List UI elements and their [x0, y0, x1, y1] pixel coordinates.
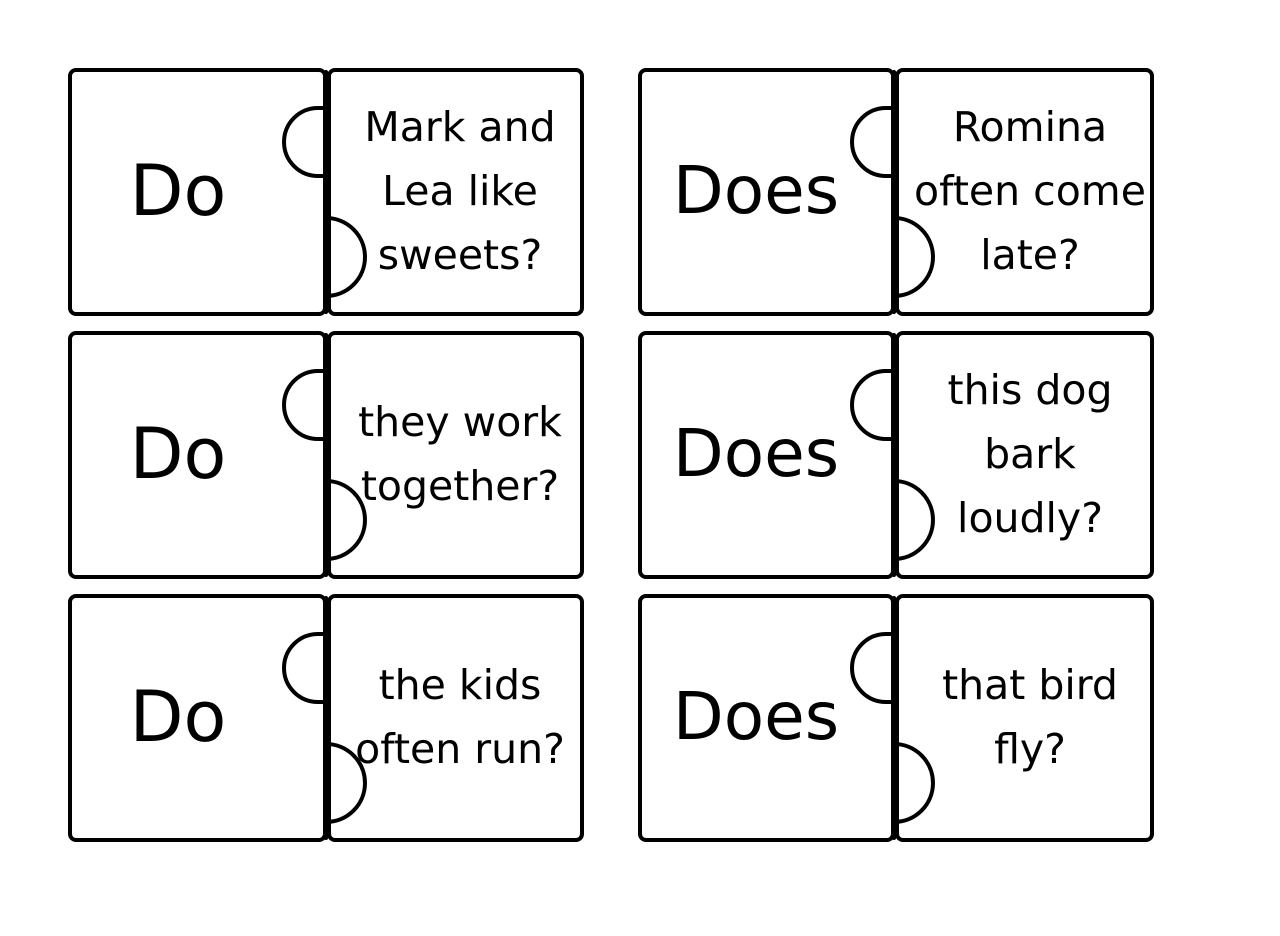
question-line: they work	[358, 398, 562, 446]
question-text: this dog bark loudly?	[908, 331, 1152, 577]
question-line: often come	[914, 167, 1146, 215]
verb-label: Does	[672, 678, 840, 755]
puzzle-card-1: Do Mark and Lea like sweets?	[68, 68, 584, 316]
question-line: this dog	[947, 366, 1113, 414]
question-line: Mark and	[364, 103, 556, 151]
question-text: that bird fly?	[908, 594, 1152, 840]
question-text: they work together?	[338, 331, 582, 577]
question-line: late?	[980, 231, 1080, 279]
question-line: Lea like	[382, 167, 538, 215]
question-line: loudly?	[957, 494, 1103, 542]
puzzle-outline-2	[638, 68, 1154, 316]
question-line: that bird	[942, 661, 1118, 709]
puzzle-outline-6	[638, 594, 1154, 842]
puzzle-card-5: Do the kids often run?	[68, 594, 584, 842]
puzzle-card-6: Does that bird fly?	[638, 594, 1154, 842]
puzzle-card-2: Does Romina often come late?	[638, 68, 1154, 316]
puzzle-card-3: Do they work together?	[68, 331, 584, 579]
question-line: sweets?	[377, 231, 543, 279]
puzzle-outline-1	[68, 68, 584, 316]
verb-label: Does	[672, 415, 840, 492]
verb-label: Do	[129, 150, 227, 232]
puzzle-outline-5	[68, 594, 584, 842]
verb-label: Do	[129, 676, 227, 758]
question-line: often run?	[355, 725, 565, 773]
question-line: the kids	[378, 661, 542, 709]
question-text: Romina often come late?	[908, 68, 1152, 314]
question-line: Romina	[952, 103, 1108, 151]
question-line: bark	[984, 430, 1076, 478]
puzzle-outline-3	[68, 331, 584, 579]
question-text: the kids often run?	[338, 594, 582, 840]
question-text: Mark and Lea like sweets?	[338, 68, 582, 314]
puzzle-outline-4	[638, 331, 1154, 579]
verb-label: Do	[129, 413, 227, 495]
verb-label: Does	[672, 152, 840, 229]
question-line: together?	[360, 462, 560, 510]
question-line: fly?	[994, 725, 1066, 773]
puzzle-card-4: Does this dog bark loudly?	[638, 331, 1154, 579]
